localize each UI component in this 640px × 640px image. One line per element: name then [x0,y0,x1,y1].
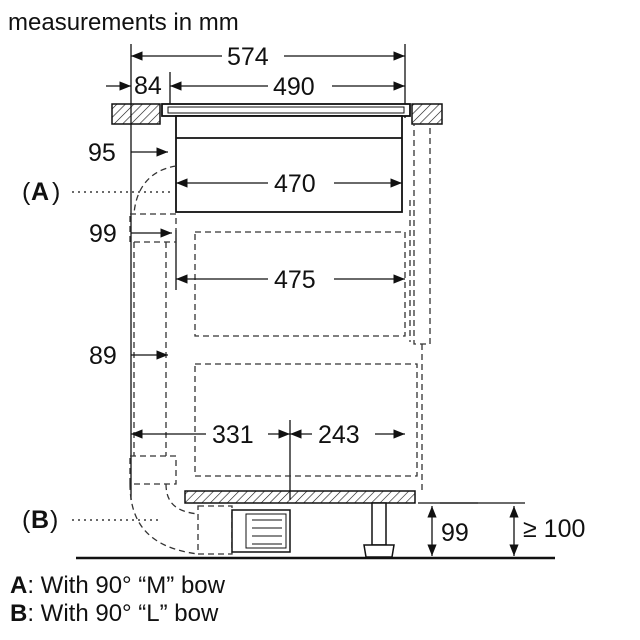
callout-a: A [31,178,49,206]
legend-key-a: A [10,572,27,599]
dim-331: 331 [212,421,254,449]
dim-84: 84 [134,72,162,100]
dim-243: 243 [318,421,360,449]
dim-89: 89 [89,342,117,370]
diagram-title: measurements in mm [8,9,239,36]
worktop [111,103,443,125]
callout-b: B [31,506,49,534]
legend-key-b: B [10,600,27,627]
legend-text-a: : With 90° “M” bow [27,572,225,599]
callout-a-open: ( [22,178,31,206]
dim-574: 574 [227,43,269,71]
dim-95: 95 [88,139,116,167]
dimension-labels: 574 84 490 95 470 99 475 89 331 243 99 ≥… [88,43,585,547]
dim-99: 99 [89,220,117,248]
legend-item-b: B: With 90° “L” bow [10,600,219,627]
dim-min-100: ≥ 100 [523,515,585,543]
dim-490: 490 [273,73,315,101]
legend-text-b: : With 90° “L” bow [27,600,219,627]
legend-item-a: A: With 90° “M” bow [10,572,226,599]
hob-glass-inner [167,106,405,114]
callout-b-close: ) [50,506,58,534]
outlet-grille [231,509,291,553]
legend: A: With 90° “M” bow B: With 90° “L” bow [10,572,226,627]
dim-475: 475 [274,266,316,294]
dim-plinth-99: 99 [441,519,469,547]
callout-markers: ( A ) ( B ) [22,178,60,534]
cabinet-foot [363,502,395,558]
hob-top-plate [161,103,411,117]
dim-470: 470 [274,170,316,198]
plinth [184,490,416,504]
dimension-arrows [72,51,525,556]
callout-b-open: ( [22,506,31,534]
callout-a-close: ) [52,178,60,206]
dashed-outlines [129,123,431,555]
hob-body [175,115,403,213]
